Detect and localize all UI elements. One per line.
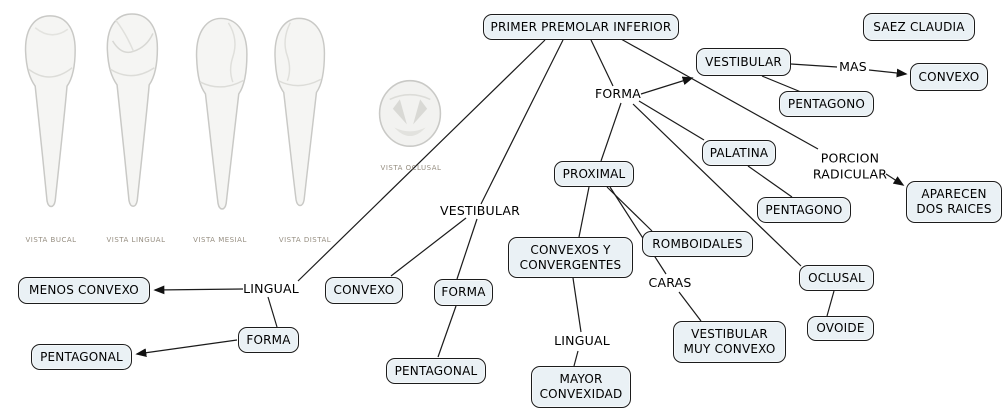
concept-box-saez-claudia[interactable]: SAEZ CLAUDIA xyxy=(863,13,975,41)
concept-box-oclusal[interactable]: OCLUSAL xyxy=(799,265,874,291)
edge-proximal-to-convexos-convergentes xyxy=(578,186,590,238)
concept-box-pentagonal-left[interactable]: PENTAGONAL xyxy=(31,344,132,370)
edge-lingual-bottom-to-mayor-convexidad xyxy=(573,350,579,367)
edge-main-to-forma-center xyxy=(590,39,614,87)
edge-mas-to-convexo-right xyxy=(868,68,908,78)
edge-forma-center-to-oclusal xyxy=(632,103,802,267)
concept-box-pentagonal-center[interactable]: PENTAGONAL xyxy=(386,358,486,384)
edge-oclusal-to-ovoide xyxy=(826,290,835,317)
figure-caption-vista-bucal: VISTA BUCAL xyxy=(25,236,77,244)
tooth-illustration-vista-bucal xyxy=(24,15,76,208)
concept-label-mas[interactable]: MAS xyxy=(839,59,867,75)
edge-forma-center-to-proximal xyxy=(600,102,622,162)
figure-caption-vista-mesial: VISTA MESIAL xyxy=(193,236,247,244)
concept-label-vestibular-label[interactable]: VESTIBULAR xyxy=(440,203,520,219)
concept-box-convexo-right[interactable]: CONVEXO xyxy=(910,63,988,91)
edge-forma-left-to-pentagonal-center xyxy=(437,305,457,358)
edge-vestibular-label-to-convexo-left xyxy=(390,217,467,277)
concept-box-mayor-convexidad[interactable]: MAYOR CONVEXIDAD xyxy=(531,366,631,408)
concept-box-forma-bottom[interactable]: FORMA xyxy=(238,327,299,353)
concept-box-aparecen-dos-raices[interactable]: APARECEN DOS RAICES xyxy=(906,181,1002,223)
tooth-illustration-vista-mesial xyxy=(195,17,248,210)
concept-box-proximal[interactable]: PROXIMAL xyxy=(554,161,634,187)
concept-label-lingual-bottom[interactable]: LINGUAL xyxy=(554,333,610,349)
edge-main-to-lingual-left xyxy=(297,39,546,282)
edge-porcion-radicular-to-aparecen-dos-raices xyxy=(885,173,905,186)
figure-caption-vista-distal: VISTA DISTAL xyxy=(278,236,332,244)
edge-caras-to-vestibular-muy-convexo xyxy=(678,291,702,322)
concept-box-main[interactable]: PRIMER PREMOLAR INFERIOR xyxy=(483,14,679,40)
concept-label-forma-center[interactable]: FORMA xyxy=(594,86,642,102)
concept-box-vestibular-box[interactable]: VESTIBULAR xyxy=(696,48,791,76)
concept-label-porcion-radicular[interactable]: PORCION RADICULAR xyxy=(812,150,888,181)
concept-box-palatina[interactable]: PALATINA xyxy=(702,140,776,166)
figure-caption-vista-lingual: VISTA LINGUAL xyxy=(106,236,166,244)
concept-box-forma-left[interactable]: FORMA xyxy=(434,279,493,306)
concept-box-romboidales[interactable]: ROMBOIDALES xyxy=(642,231,753,257)
edge-forma-center-to-vestibular-box xyxy=(640,76,694,95)
tooth-illustration-vista-lingual xyxy=(106,13,159,207)
concept-box-convexos-convergentes[interactable]: CONVEXOS Y CONVERGENTES xyxy=(508,237,633,278)
concept-label-lingual-left[interactable]: LINGUAL xyxy=(243,281,299,297)
edge-lingual-left-to-menos-convexo xyxy=(153,285,244,295)
concept-box-convexo-left[interactable]: CONVEXO xyxy=(325,277,403,304)
concept-box-pentagono-2[interactable]: PENTAGONO xyxy=(757,197,851,223)
edge-proximal-to-caras xyxy=(609,186,667,275)
edge-forma-bottom-to-pentagonal-left xyxy=(135,339,238,358)
edge-convexos-convergentes-to-lingual-bottom xyxy=(572,277,582,333)
figure-caption-vista-oclusal: VISTA OCLUSAL xyxy=(380,164,442,172)
edge-palatina-to-pentagono-2 xyxy=(747,165,793,198)
edge-lingual-left-to-forma-bottom xyxy=(267,296,278,328)
edge-vestibular-box-to-pentagono-1 xyxy=(761,75,802,93)
concept-box-menos-convexo[interactable]: MENOS CONVEXO xyxy=(18,277,150,304)
edge-vestibular-box-to-mas xyxy=(790,63,838,68)
tooth-illustration-vista-distal xyxy=(274,17,326,207)
edge-forma-center-to-palatina xyxy=(638,100,705,141)
edge-vestibular-label-to-forma-left xyxy=(456,218,478,280)
concept-label-caras[interactable]: CARAS xyxy=(648,275,692,291)
tooth-illustration-vista-oclusal xyxy=(378,79,442,147)
concept-box-pentagono-1[interactable]: PENTAGONO xyxy=(779,91,874,117)
concept-box-vestibular-muy-convexo[interactable]: VESTIBULAR MUY CONVEXO xyxy=(673,321,786,363)
concept-box-ovoide[interactable]: OVOIDE xyxy=(807,316,874,341)
edge-main-to-porcion-radicular xyxy=(620,38,819,150)
edge-main-to-vestibular-label xyxy=(480,39,564,205)
